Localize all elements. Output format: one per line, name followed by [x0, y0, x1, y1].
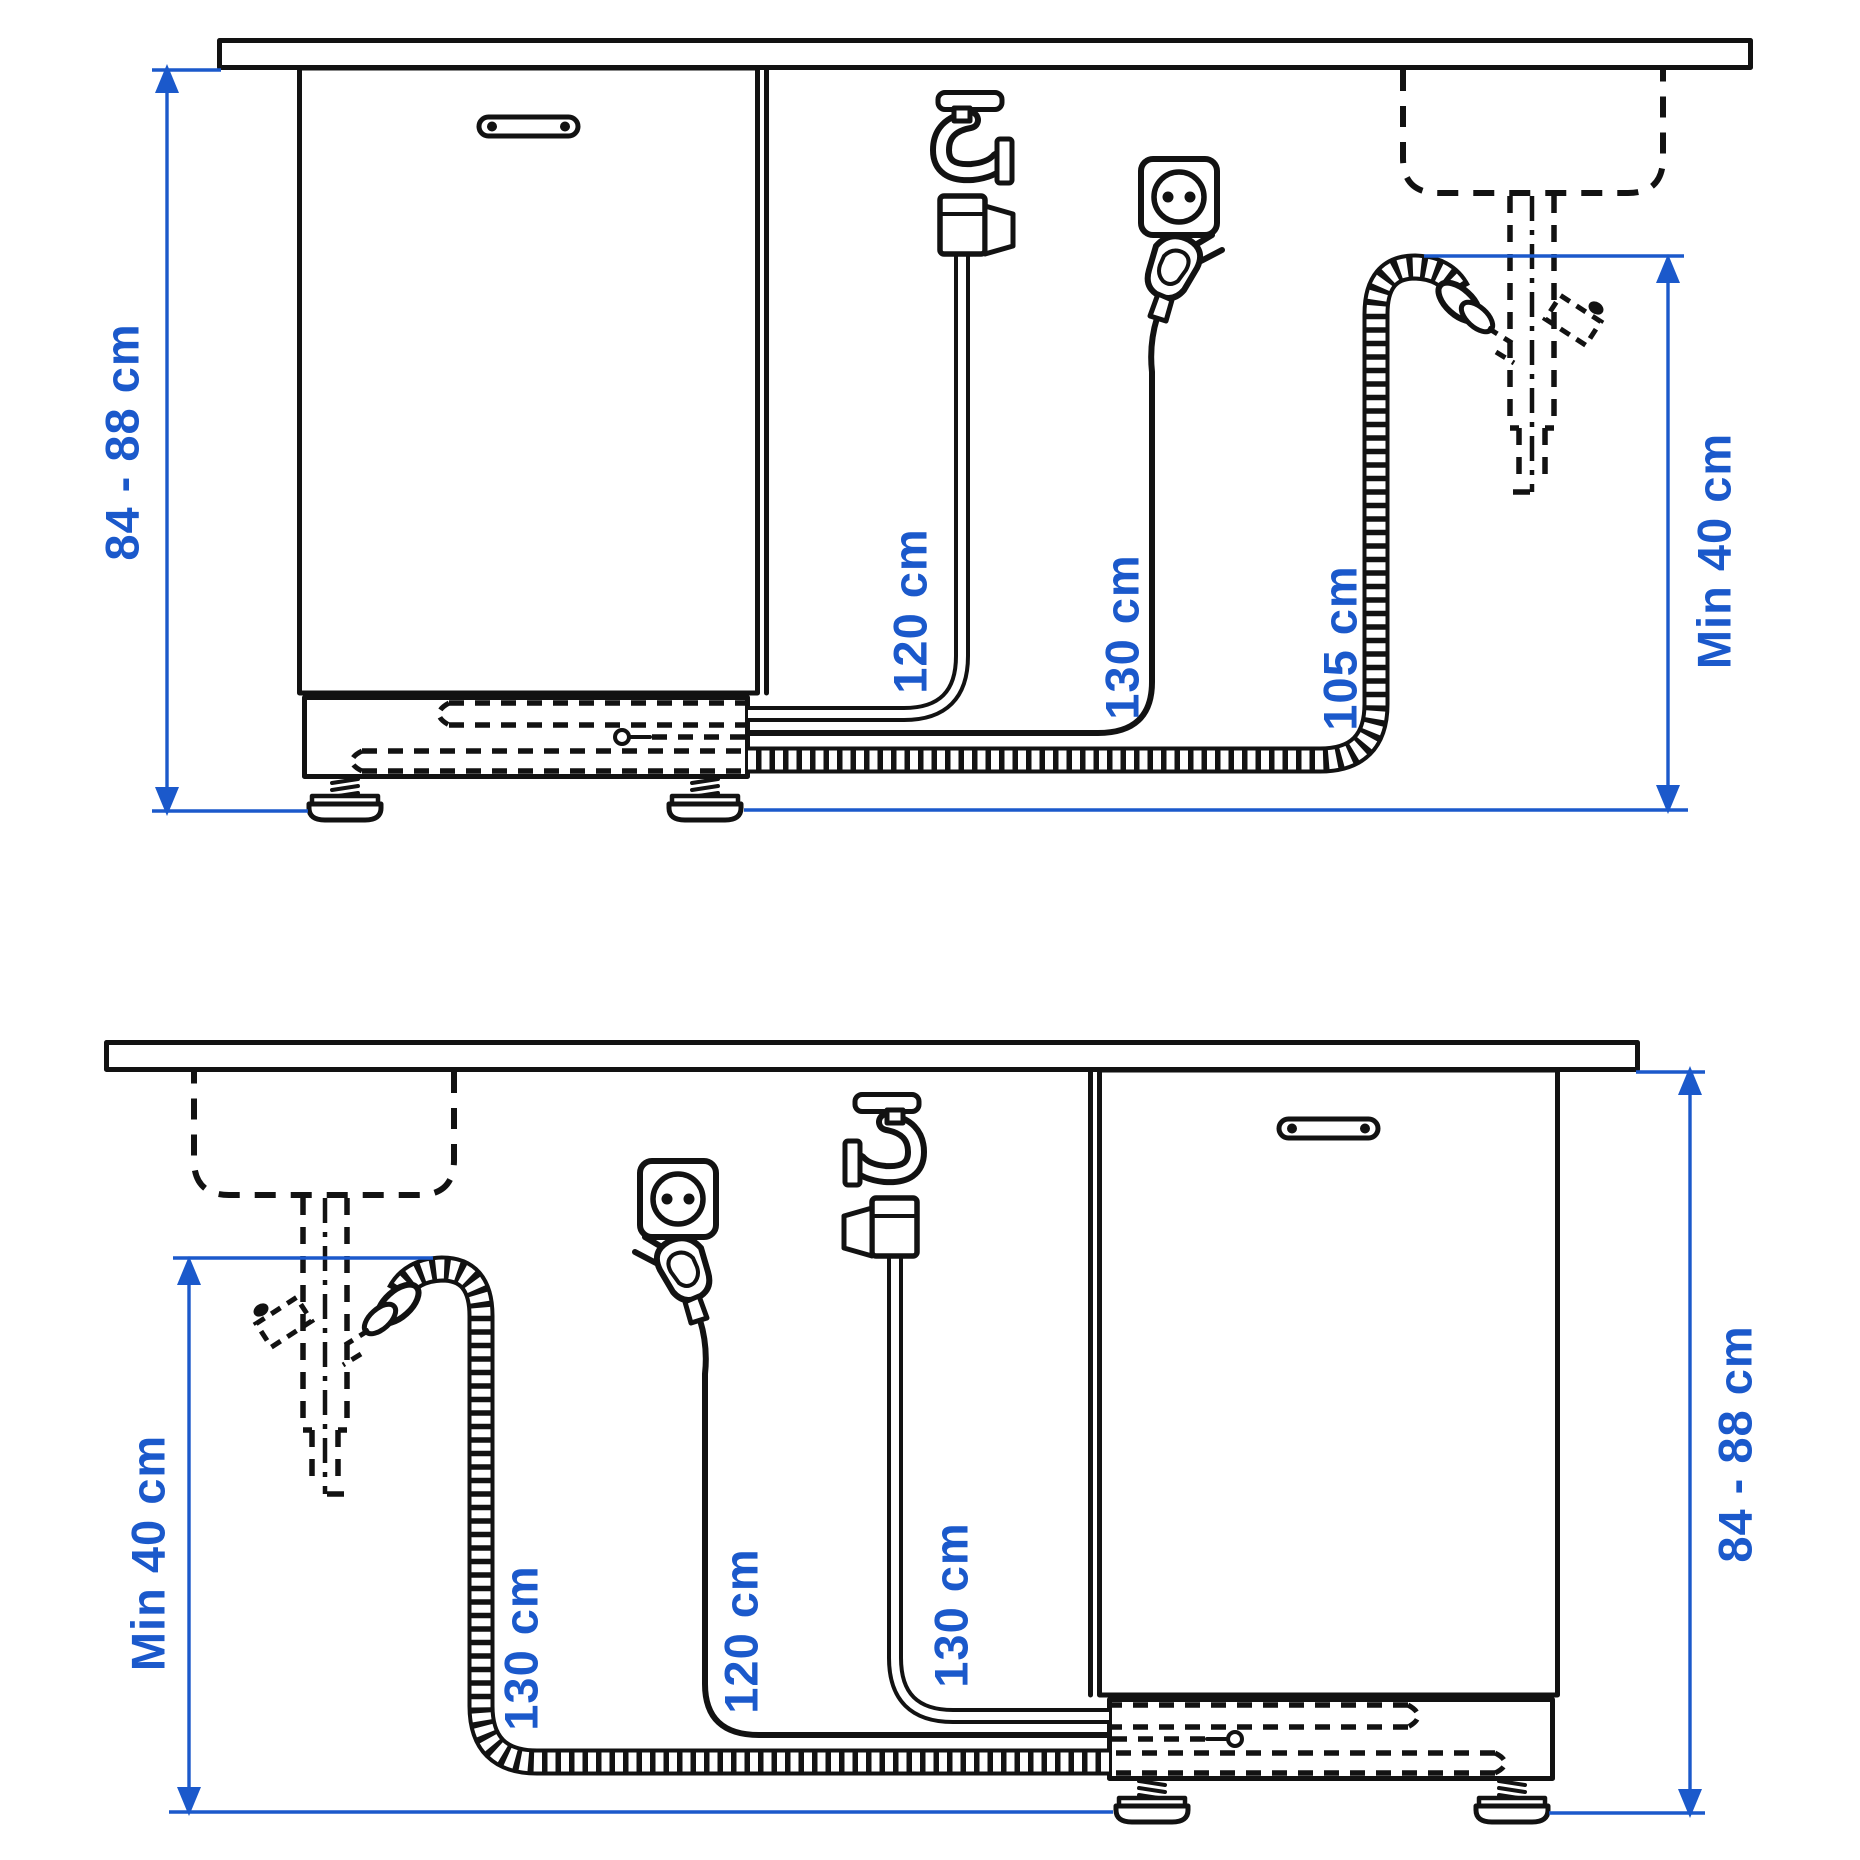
top-diagram-lineart — [152, 41, 1751, 821]
label-supply-hose-bottom: 130 cm — [925, 1522, 978, 1687]
label-power-cable-top: 130 cm — [1096, 554, 1149, 719]
label-drain-hose-top: 105 cm — [1314, 565, 1367, 730]
label-drain-hose-bottom: 130 cm — [495, 1565, 548, 1730]
bottom-diagram-lineart — [107, 1043, 1706, 1823]
label-power-cable-bottom: 120 cm — [715, 1548, 768, 1713]
label-drain-min-height-bottom: Min 40 cm — [122, 1435, 175, 1671]
label-supply-hose-top: 120 cm — [884, 528, 937, 693]
label-cabinet-height-top: 84 - 88 cm — [96, 323, 149, 560]
label-drain-min-height-top: Min 40 cm — [1688, 433, 1741, 669]
label-cabinet-height-bottom: 84 - 88 cm — [1709, 1325, 1762, 1562]
